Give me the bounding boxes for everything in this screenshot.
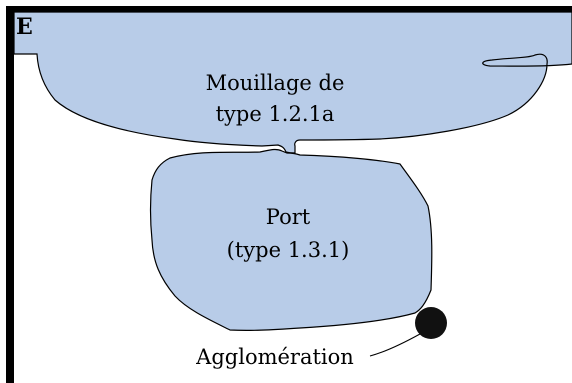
frame-top xyxy=(6,6,572,12)
port-label-line2: (type 1.3.1) xyxy=(227,238,350,262)
panel-letter: E xyxy=(16,14,33,40)
settlement-label: Agglomération xyxy=(195,345,354,369)
anchorage-water xyxy=(13,11,572,154)
frame-right-tick xyxy=(564,6,572,16)
settlement-marker xyxy=(415,307,447,339)
port-label-line1: Port xyxy=(266,205,311,229)
anchorage-label-line2: type 1.2.1a xyxy=(216,102,335,126)
anchorage-label-line1: Mouillage de xyxy=(206,71,345,95)
port-basin xyxy=(149,148,433,331)
settlement-leader-line xyxy=(369,333,421,357)
frame-left xyxy=(6,6,14,383)
